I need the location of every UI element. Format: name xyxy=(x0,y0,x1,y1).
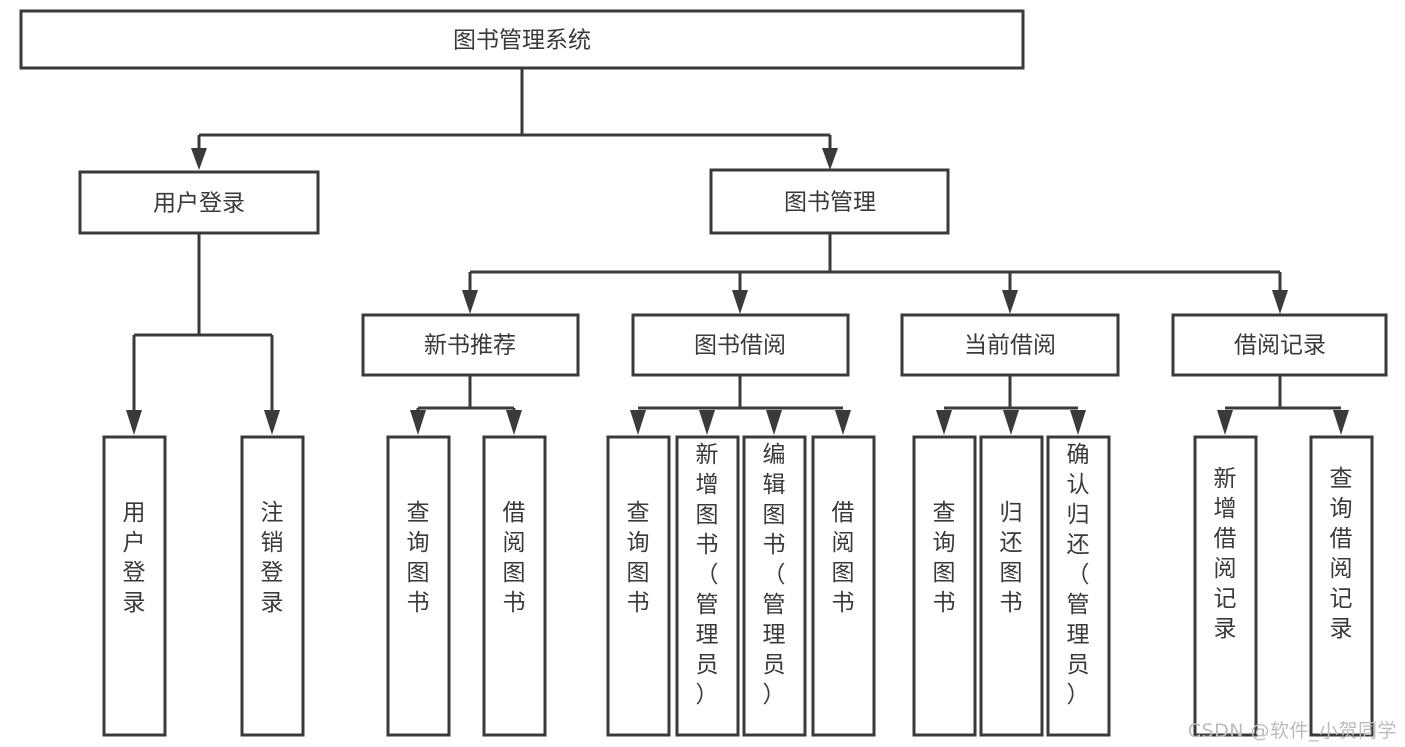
leaf-user-login-1-label: 用户登录 xyxy=(123,500,146,616)
arrow-to-new-book xyxy=(462,290,478,314)
leaf-user-login-2-label: 注销登录 xyxy=(261,500,284,616)
arrow-new-book-leaf-2 xyxy=(506,410,522,435)
node-root-box[interactable] xyxy=(19,9,1025,70)
arrow-borrow-record-leaf-1 xyxy=(1217,410,1233,435)
node-user-login-box[interactable] xyxy=(78,170,320,235)
leaf-new-book-1[interactable]: 查询图书 xyxy=(386,435,451,737)
node-book-management-label: 图书管理 xyxy=(784,190,876,216)
leaf-current-borrow-2-label: 归还图书 xyxy=(1000,500,1023,616)
arrow-book-borrow-leaf-1 xyxy=(630,410,646,435)
leaf-book-borrow-4[interactable]: 借阅图书 xyxy=(811,435,876,737)
node-book-borrow-box[interactable] xyxy=(631,313,850,377)
node-book-management-box[interactable] xyxy=(709,168,950,235)
leaf-borrow-record-2-box[interactable] xyxy=(1309,435,1374,737)
node-new-book-recommend-box[interactable] xyxy=(361,313,580,377)
node-root[interactable]: 图书管理系统 xyxy=(19,9,1025,70)
node-current-borrow[interactable]: 当前借阅 xyxy=(900,313,1120,377)
leaf-book-borrow-2[interactable]: 新增图书（管理员） xyxy=(675,435,740,737)
leaf-borrow-record-2[interactable]: 查询借阅记录 xyxy=(1309,435,1374,737)
arrow-book-borrow-leaf-4 xyxy=(835,410,851,435)
leaf-borrow-record-1-box[interactable] xyxy=(1193,435,1258,737)
leaf-book-borrow-3-box[interactable] xyxy=(742,435,807,737)
leaf-book-borrow-3[interactable]: 编辑图书（管理员） xyxy=(742,435,807,737)
connectors xyxy=(126,68,1349,435)
arrow-current-borrow-leaf-1 xyxy=(936,410,952,435)
leaf-current-borrow-3-label: 确认归还（管理员） xyxy=(1067,442,1090,708)
node-current-borrow-box[interactable] xyxy=(900,313,1120,377)
leaf-new-book-2-box[interactable] xyxy=(482,435,547,737)
node-new-book-recommend[interactable]: 新书推荐 xyxy=(361,313,580,377)
leaf-new-book-2[interactable]: 借阅图书 xyxy=(482,435,547,737)
arrow-user-login-leaf-1 xyxy=(126,410,142,435)
leaf-current-borrow-2-box[interactable] xyxy=(979,435,1044,737)
leaf-book-borrow-1-box[interactable] xyxy=(606,435,671,737)
node-user-login-label: 用户登录 xyxy=(153,191,245,217)
leaf-user-login-1[interactable]: 用户登录 xyxy=(102,435,167,737)
node-root-label: 图书管理系统 xyxy=(453,28,591,54)
leaf-book-borrow-2-label: 新增图书（管理员） xyxy=(696,442,719,708)
node-book-borrow[interactable]: 图书借阅 xyxy=(631,313,850,377)
node-book-management[interactable]: 图书管理 xyxy=(709,168,950,235)
leaf-book-borrow-4-label: 借阅图书 xyxy=(832,500,855,616)
arrow-root-to-user-login xyxy=(191,148,207,170)
leaf-current-borrow-3[interactable]: 确认归还（管理员） xyxy=(1046,435,1111,737)
leaf-current-borrow-2[interactable]: 归还图书 xyxy=(979,435,1044,737)
leaf-user-login-1-box[interactable] xyxy=(102,435,167,737)
leaf-user-login-2-box[interactable] xyxy=(240,435,305,737)
leaf-user-login-2[interactable]: 注销登录 xyxy=(240,435,305,737)
leaf-borrow-record-1-label: 新增借阅记录 xyxy=(1214,466,1237,642)
leaf-book-borrow-2-box[interactable] xyxy=(675,435,740,737)
leaf-new-book-2-label: 借阅图书 xyxy=(503,500,526,616)
arrow-to-current-borrow xyxy=(1002,290,1018,314)
arrow-book-borrow-leaf-3 xyxy=(766,410,782,435)
node-new-book-recommend-label: 新书推荐 xyxy=(424,333,516,359)
arrow-borrow-record-leaf-2 xyxy=(1333,410,1349,435)
node-borrow-record[interactable]: 借阅记录 xyxy=(1171,313,1388,377)
leaf-book-borrow-3-label: 编辑图书（管理员） xyxy=(763,442,786,708)
leaf-current-borrow-1[interactable]: 查询图书 xyxy=(912,435,977,737)
node-current-borrow-label: 当前借阅 xyxy=(964,333,1056,359)
node-borrow-record-box[interactable] xyxy=(1171,313,1388,377)
leaf-current-borrow-1-box[interactable] xyxy=(912,435,977,737)
arrow-to-book-borrow xyxy=(732,290,748,314)
leaf-borrow-record-1[interactable]: 新增借阅记录 xyxy=(1193,435,1258,737)
arrow-new-book-leaf-1 xyxy=(410,410,426,435)
leaf-current-borrow-3-box[interactable] xyxy=(1046,435,1111,737)
leaf-current-borrow-1-label: 查询图书 xyxy=(933,500,956,616)
leaf-book-borrow-4-box[interactable] xyxy=(811,435,876,737)
arrow-user-login-leaf-2 xyxy=(264,410,280,435)
node-borrow-record-label: 借阅记录 xyxy=(1234,333,1326,359)
arrow-root-to-book-mgmt xyxy=(822,148,838,170)
arrow-to-borrow-record xyxy=(1272,290,1288,314)
leaf-book-borrow-1[interactable]: 查询图书 xyxy=(606,435,671,737)
leaf-borrow-record-2-label: 查询借阅记录 xyxy=(1330,466,1353,642)
node-book-borrow-label: 图书借阅 xyxy=(694,333,786,359)
leaf-book-borrow-1-label: 查询图书 xyxy=(627,500,650,616)
arrow-book-borrow-leaf-2 xyxy=(699,410,715,435)
leaf-new-book-1-box[interactable] xyxy=(386,435,451,737)
arrow-current-borrow-leaf-2 xyxy=(1003,410,1019,435)
arrow-current-borrow-leaf-3 xyxy=(1070,410,1086,435)
node-user-login[interactable]: 用户登录 xyxy=(78,170,320,235)
leaf-new-book-1-label: 查询图书 xyxy=(407,500,430,616)
csdn-watermark: CSDN @软件_小贺同学 xyxy=(1187,720,1397,742)
